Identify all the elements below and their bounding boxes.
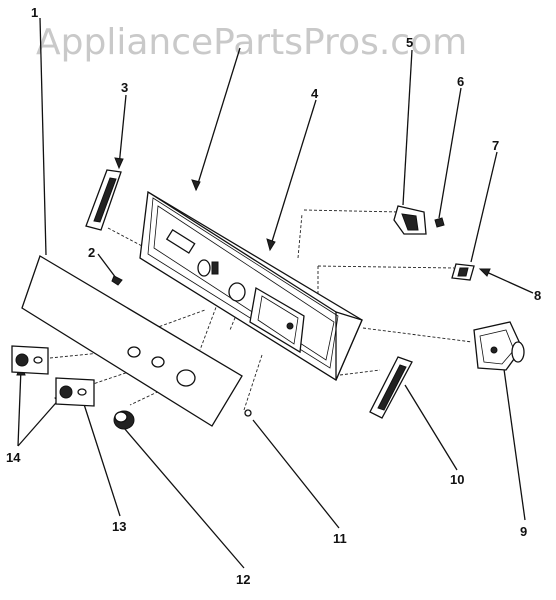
leader-13 xyxy=(81,397,121,517)
callout-11: 11 xyxy=(333,531,347,546)
callout-4: 4 xyxy=(311,86,319,101)
clip-7 xyxy=(451,263,475,281)
leader-lines xyxy=(16,17,534,569)
leader-1 xyxy=(39,17,47,256)
leader-11 xyxy=(252,419,340,529)
leader-14b xyxy=(17,395,63,447)
front-overlay-panel xyxy=(21,255,243,427)
leader-12 xyxy=(123,427,245,569)
leader-4 xyxy=(269,99,317,249)
knob-bracket-14-upper xyxy=(11,345,49,375)
leader-9 xyxy=(502,361,526,521)
callout-10: 10 xyxy=(450,472,464,487)
callout-14: 14 xyxy=(6,450,21,465)
watermark: AppliancePartsPros.com xyxy=(36,22,467,63)
callout-2: 2 xyxy=(88,245,95,260)
leader-7 xyxy=(470,151,498,263)
leader-10 xyxy=(404,384,458,471)
callout-9: 9 xyxy=(520,524,527,539)
leader-blank xyxy=(195,47,241,191)
knob-bracket-14-lower xyxy=(55,377,95,407)
callout-7: 7 xyxy=(492,138,499,153)
callout-8: 8 xyxy=(534,288,541,303)
switch-5 xyxy=(393,205,427,235)
callout-1: 1 xyxy=(31,5,38,20)
callout-numbers: 1 2 3 4 5 6 7 8 9 10 11 12 13 14 xyxy=(6,5,541,587)
callout-6: 6 xyxy=(457,74,464,89)
leader-5 xyxy=(402,49,413,206)
screw-11 xyxy=(244,409,252,417)
timer-9 xyxy=(473,321,525,371)
leader-8 xyxy=(481,269,534,294)
right-end-cap xyxy=(369,356,413,419)
knob-12 xyxy=(113,410,135,430)
callout-5: 5 xyxy=(406,35,413,50)
leader-14a xyxy=(17,367,22,447)
leader-2 xyxy=(97,253,117,279)
callout-13: 13 xyxy=(112,519,126,534)
callout-12: 12 xyxy=(236,572,250,587)
part-6 xyxy=(434,217,445,228)
leader-3 xyxy=(118,94,127,167)
left-end-cap xyxy=(85,169,122,231)
callout-3: 3 xyxy=(121,80,128,95)
console-panel xyxy=(139,190,363,381)
screw-2 xyxy=(111,275,123,286)
leader-6 xyxy=(438,87,462,219)
